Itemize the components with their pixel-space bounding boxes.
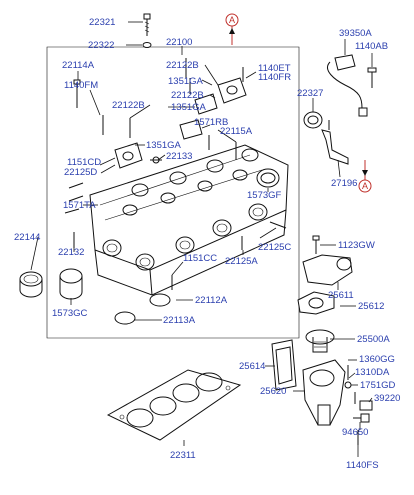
reference-a-top — [225, 13, 239, 45]
studs — [64, 58, 287, 290]
ref-a-top-text: A — [229, 15, 235, 25]
label-1140FR[interactable]: 1140FR — [258, 72, 291, 83]
housing-25620 — [302, 359, 346, 426]
label-1140FM[interactable]: 1140FM — [64, 80, 98, 91]
label-22311[interactable]: 22311 — [170, 450, 196, 461]
label-1140ET[interactable]: 1140ET — [258, 63, 291, 74]
label-22125D[interactable]: 22125D — [64, 167, 97, 178]
seal-1573GC — [59, 268, 83, 300]
label-22132[interactable]: 22132 — [58, 247, 84, 258]
label-22122B-1[interactable]: 22122B — [166, 60, 199, 71]
label-1123GW[interactable]: 1123GW — [338, 240, 375, 251]
label-1571RB[interactable]: 1571RB — [194, 117, 228, 128]
label-22100[interactable]: 22100 — [166, 37, 192, 48]
label-27196[interactable]: 27196 — [331, 178, 357, 189]
sensor-harness-39350A — [327, 54, 377, 117]
label-22133[interactable]: 22133 — [166, 151, 192, 162]
label-25500A[interactable]: 25500A — [357, 334, 390, 345]
label-1573GC[interactable]: 1573GC — [52, 308, 88, 319]
label-1140FS[interactable]: 1140FS — [346, 460, 379, 471]
fittings — [344, 365, 373, 445]
label-22114A[interactable]: 22114A — [62, 60, 95, 71]
label-25612[interactable]: 25612 — [358, 301, 384, 312]
label-25620[interactable]: 25620 — [260, 386, 286, 397]
label-1573GF[interactable]: 1573GF — [247, 190, 282, 201]
ref-a-bottom-text: A — [362, 181, 368, 191]
cylinder-head — [89, 144, 289, 296]
bolt-1123GW — [312, 235, 320, 254]
label-94650[interactable]: 94650 — [342, 427, 368, 438]
label-22112A[interactable]: 22112A — [195, 295, 228, 306]
gasket-25614 — [271, 339, 297, 391]
label-25611[interactable]: 25611 — [328, 290, 354, 301]
group-frame — [46, 46, 300, 339]
label-1151CD[interactable]: 1151CD — [67, 157, 101, 168]
part-labels: 22321 22322 22100 22114A 22122B 1140ET 1… — [14, 15, 400, 471]
label-1351GA-2[interactable]: 1351GA — [171, 102, 207, 113]
label-1360GG[interactable]: 1360GG — [359, 354, 395, 365]
bolt-22321 — [143, 13, 151, 36]
washer-22322 — [142, 42, 152, 48]
label-22144[interactable]: 22144 — [14, 232, 40, 243]
thermostat-25500A — [305, 329, 335, 353]
label-1571TA[interactable]: 1571TA — [63, 200, 96, 211]
label-22322[interactable]: 22322 — [88, 40, 114, 51]
leader-lines — [30, 21, 373, 457]
label-22122B-2[interactable]: 22122B — [171, 90, 204, 101]
label-22125C[interactable]: 22125C — [258, 242, 291, 253]
label-1751GD[interactable]: 1751GD — [360, 380, 396, 391]
label-22321[interactable]: 22321 — [89, 17, 115, 28]
label-39350A[interactable]: 39350A — [339, 28, 372, 39]
cam-caps — [114, 77, 247, 169]
reference-a-bottom — [358, 160, 372, 193]
bracket-27196 — [321, 120, 349, 165]
label-22122B-3[interactable]: 22122B — [112, 100, 145, 111]
label-1151CC[interactable]: 1151CC — [183, 253, 217, 264]
label-22125A[interactable]: 22125A — [225, 256, 258, 267]
label-1351GA-1[interactable]: 1351GA — [168, 76, 204, 87]
label-25614[interactable]: 25614 — [239, 361, 265, 372]
plugs — [114, 168, 280, 325]
label-22113A[interactable]: 22113A — [163, 315, 196, 326]
head-gasket-22311 — [106, 369, 242, 441]
housing-25611 — [302, 254, 353, 286]
label-1310DA[interactable]: 1310DA — [355, 367, 390, 378]
label-22327[interactable]: 22327 — [297, 88, 323, 99]
label-39220[interactable]: 39220 — [374, 393, 400, 404]
label-1351GA-3[interactable]: 1351GA — [146, 140, 182, 151]
seal-22144 — [19, 271, 43, 298]
gasket-25612 — [297, 291, 335, 315]
label-1140AB[interactable]: 1140AB — [355, 41, 388, 52]
seal-22327 — [303, 111, 323, 129]
label-22115A[interactable]: 22115A — [220, 126, 253, 137]
